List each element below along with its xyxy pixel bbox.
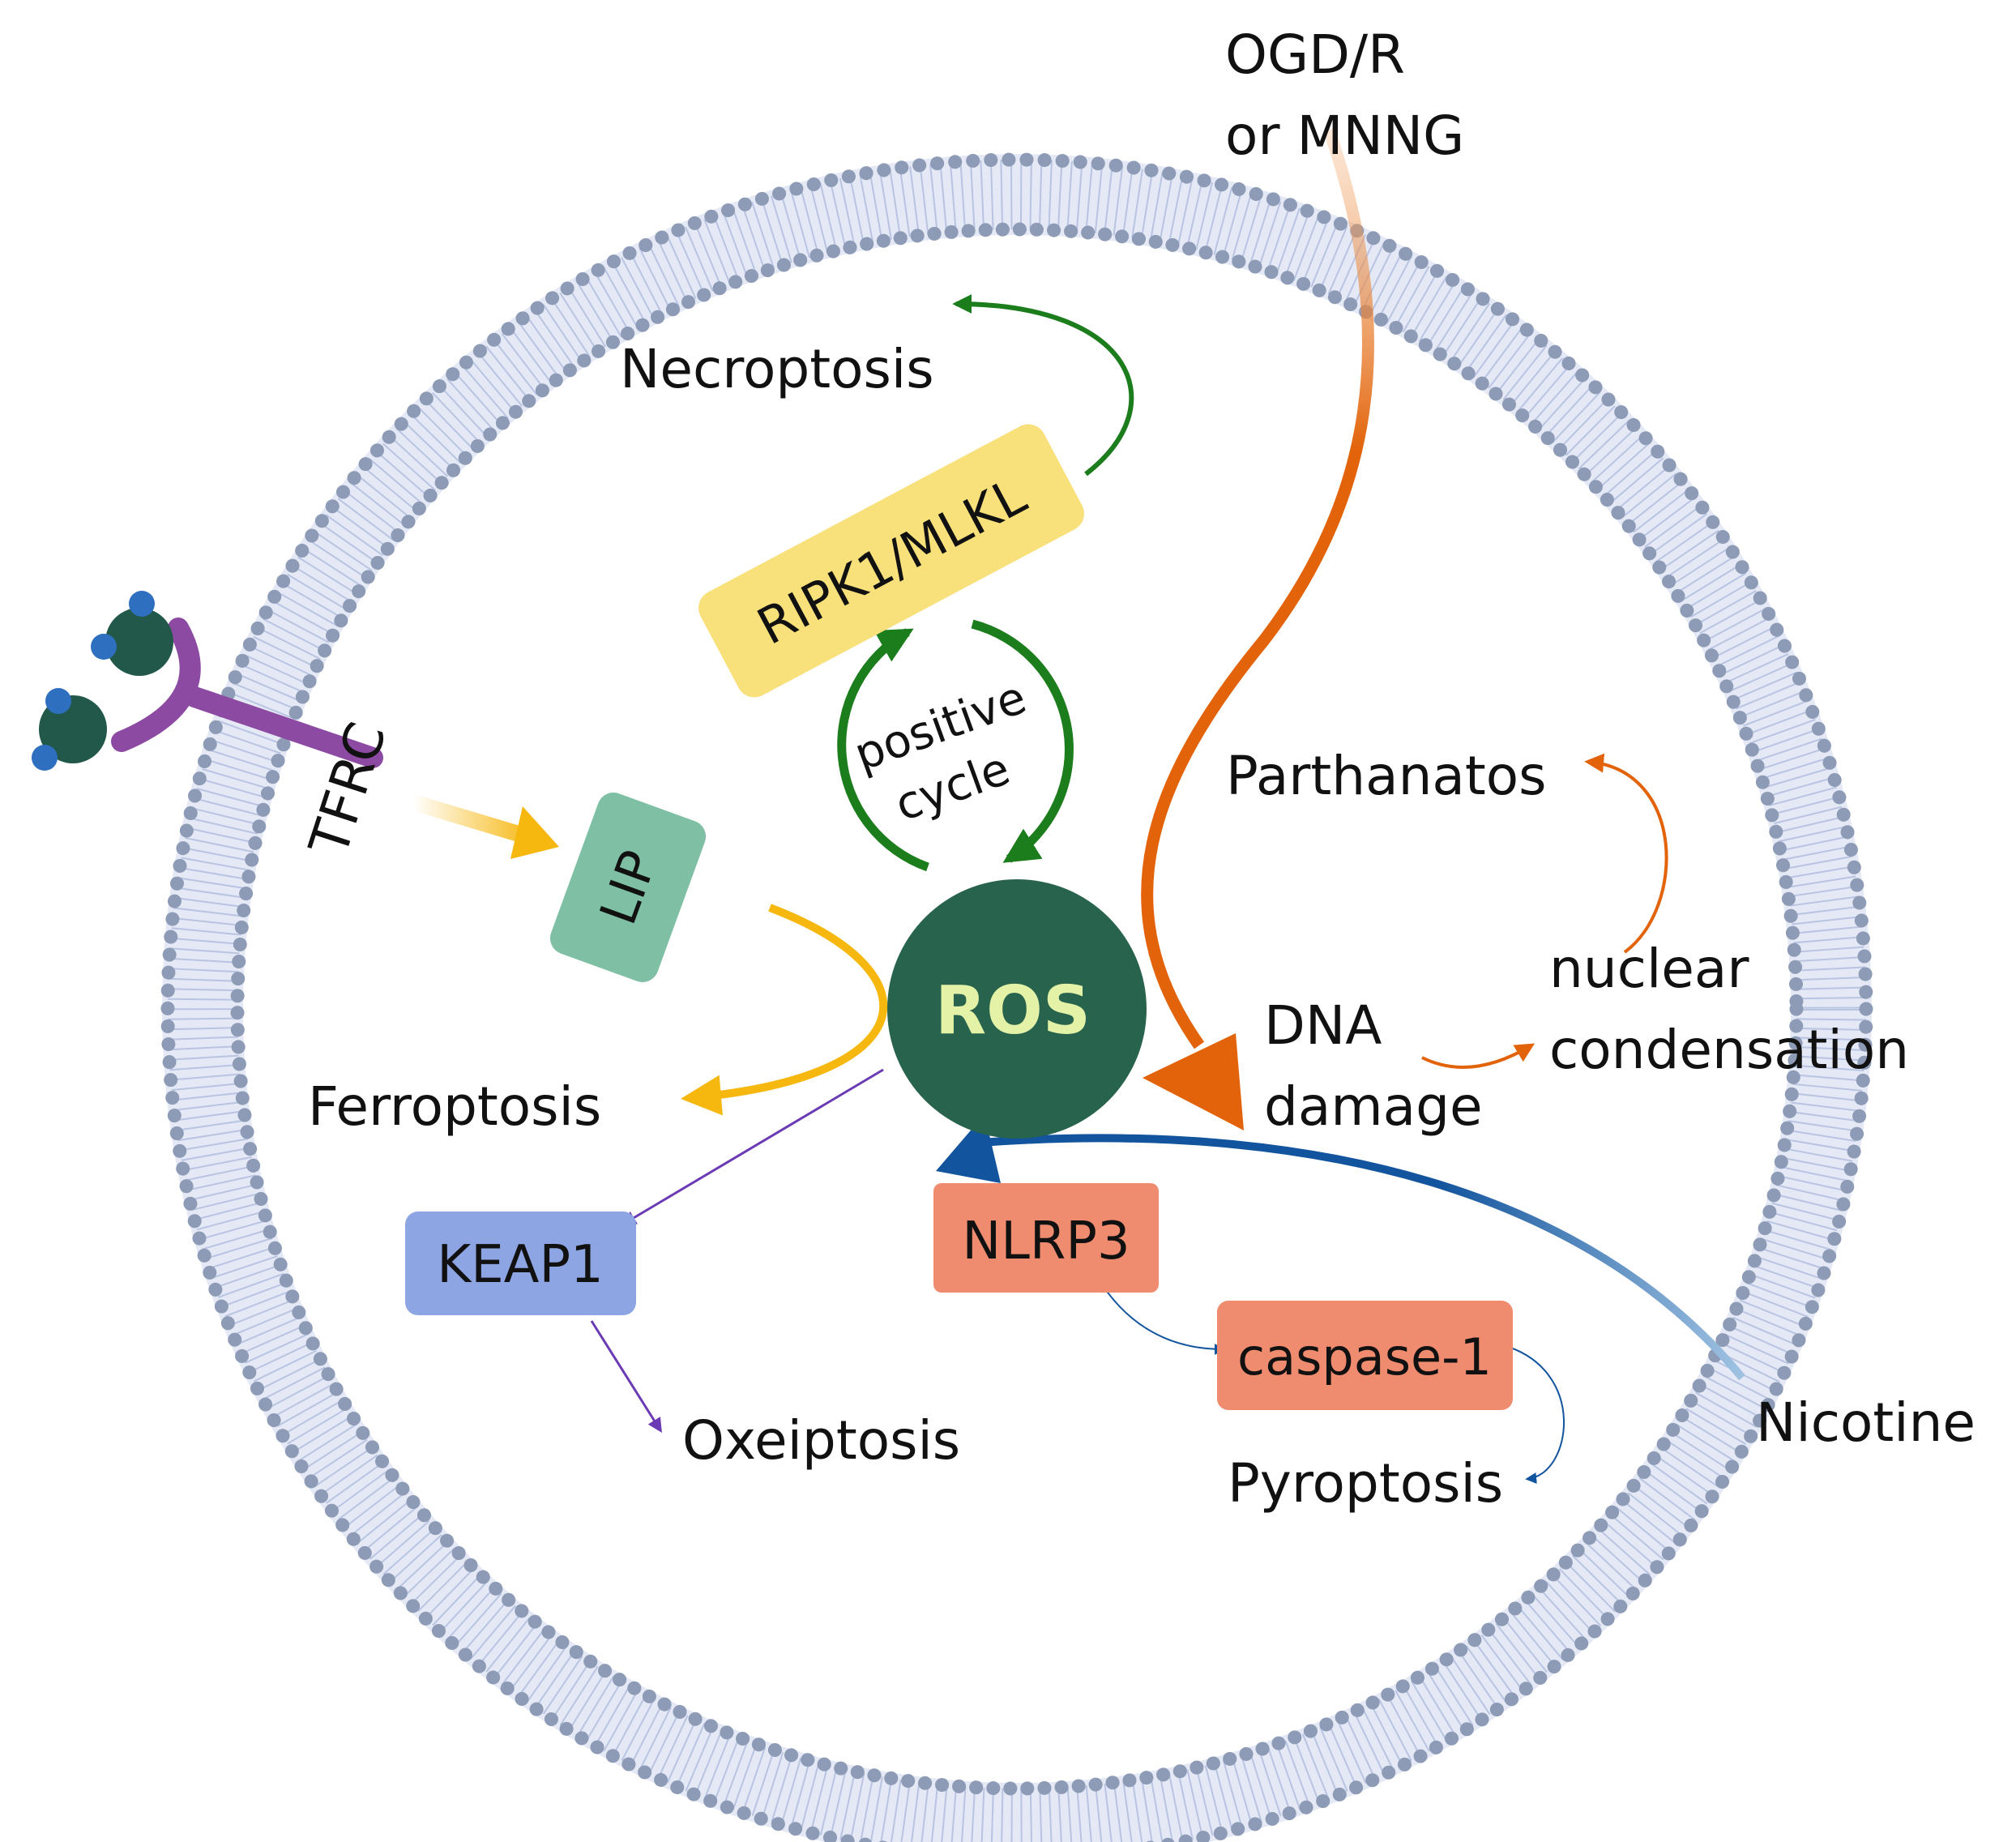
- oxeiptosis-label: Oxeiptosis: [682, 1409, 960, 1472]
- arrow-tfrc-to-lip-head: [510, 806, 559, 859]
- tfrc-receptor: [32, 591, 383, 771]
- parthanatos-label: Parthanatos: [1226, 745, 1546, 807]
- arrow-lip-to-ferroptosis: [681, 904, 888, 1116]
- arrow-ripk-to-necroptosis: [952, 294, 1134, 477]
- arrow-ogd-to-dna-damage: [1141, 127, 1375, 1049]
- cell-membrane: [160, 152, 1873, 1842]
- nuclear-condensation-label-1: nuclear: [1549, 938, 1749, 1000]
- keap1-box: KEAP1: [405, 1212, 636, 1315]
- arrow-nicotine-to-ros: [980, 1134, 1745, 1381]
- stimulus-label-2: or MNNG: [1225, 105, 1464, 167]
- stimulus-label-1: OGD/R: [1225, 24, 1405, 86]
- dna-damage-label-2: damage: [1264, 1075, 1483, 1138]
- ros-label: ROS: [935, 972, 1091, 1049]
- ros-node: ROS: [887, 879, 1147, 1139]
- pyroptosis-label: Pyroptosis: [1228, 1452, 1503, 1515]
- nlrp3-box: NLRP3: [933, 1183, 1159, 1293]
- iron-ball-icon: [91, 591, 173, 676]
- arrow-dna-to-nuclear: [1421, 1043, 1535, 1069]
- caspase-1-label: caspase-1: [1237, 1327, 1492, 1387]
- positive-cycle-arrows: [837, 619, 1074, 872]
- dna-damage-label-1: DNA: [1264, 994, 1382, 1057]
- arrow-tfrc-to-lip: [411, 794, 537, 847]
- nuclear-condensation-label-2: condensation: [1549, 1019, 1909, 1081]
- iron-ball-icon: [32, 688, 107, 771]
- arrow-caspase-to-pyroptosis: [1502, 1344, 1565, 1484]
- caspase-1-box: caspase-1: [1217, 1301, 1513, 1410]
- lip-box: LIP: [549, 793, 707, 982]
- arrow-ogd-head: [1143, 1033, 1244, 1130]
- nlrp3-label: NLRP3: [962, 1212, 1130, 1271]
- arrow-ros-to-keap1: [621, 1068, 884, 1225]
- nicotine-label: Nicotine: [1756, 1391, 1975, 1454]
- ferroptosis-label: Ferroptosis: [308, 1075, 601, 1138]
- arrow-nuclear-to-parthanatos: [1584, 753, 1668, 954]
- keap1-label: KEAP1: [437, 1235, 604, 1295]
- necroptosis-label: Necroptosis: [620, 338, 934, 400]
- arrow-keap1-to-oxeiptosis: [590, 1320, 662, 1434]
